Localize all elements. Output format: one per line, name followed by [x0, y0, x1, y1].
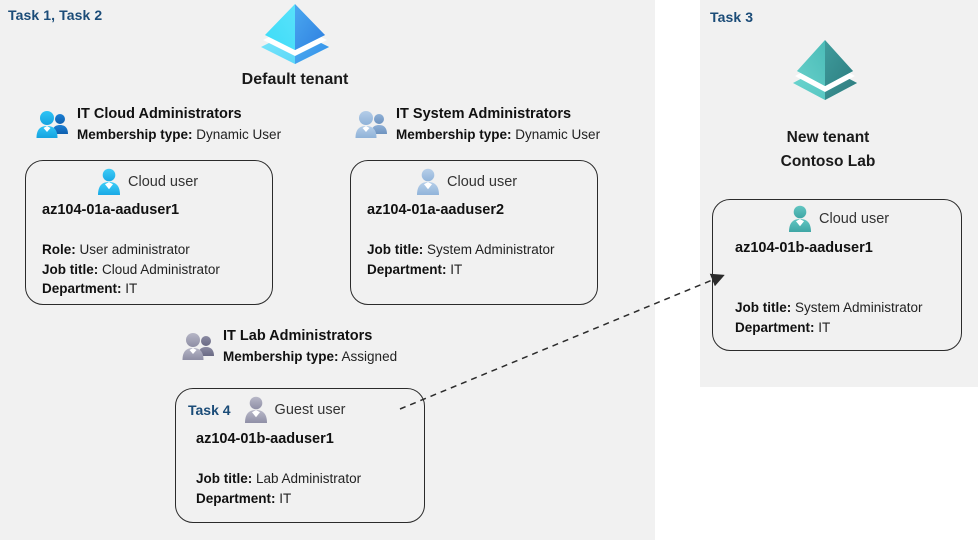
user-kind-label: Guest user — [274, 402, 346, 418]
cloud-user-icon — [785, 204, 815, 234]
default-tenant-panel — [0, 0, 655, 540]
user-card-az104-01b-aaduser1-new: Cloud user az104-01b-aaduser1 Job title:… — [712, 199, 962, 351]
property-value: System Administrator — [427, 242, 555, 257]
azure-ad-tenant-icon — [789, 38, 861, 100]
property-label: Job title: — [367, 242, 424, 257]
property-row: Job title: System Administrator — [367, 240, 555, 260]
cloud-user-icon — [94, 167, 124, 197]
property-row: Department: IT — [42, 279, 220, 299]
task-label-1-2: Task 1, Task 2 — [8, 7, 103, 23]
property-value: IT — [450, 261, 463, 277]
membership-value: Assigned — [341, 349, 398, 364]
property-value: Cloud Administrator — [102, 261, 220, 277]
property-value: User administrator — [79, 242, 190, 257]
task-label-3: Task 3 — [710, 9, 754, 25]
membership-value: Dynamic User — [196, 127, 282, 142]
property-row: Department: IT — [367, 260, 555, 280]
property-label: Role: — [42, 242, 76, 257]
group-name: IT Cloud Administrators — [77, 106, 242, 122]
group-it-system-administrators: IT System Administrators Membership type… — [355, 104, 600, 146]
property-value: IT — [818, 319, 831, 335]
group-text: IT Cloud Administrators Membership type:… — [77, 104, 281, 146]
user-properties: Job title: System Administrator Departme… — [735, 298, 923, 337]
property-label: Department: — [367, 261, 447, 277]
group-name: IT Lab Administrators — [223, 328, 373, 344]
new-tenant-title-line1: New tenant — [786, 129, 870, 146]
group-text: IT Lab Administrators Membership type: A… — [223, 326, 397, 368]
card-header: Cloud user — [785, 204, 889, 234]
user-kind-label: Cloud user — [447, 174, 518, 190]
new-tenant-title: New tenant Contoso Lab — [740, 126, 916, 174]
group-membership: Membership type: Dynamic User — [396, 124, 600, 146]
cloud-user-icon — [413, 167, 443, 197]
group-users-icon — [36, 110, 70, 140]
group-it-cloud-administrators: IT Cloud Administrators Membership type:… — [36, 104, 281, 146]
group-membership: Membership type: Assigned — [223, 346, 397, 368]
property-value: System Administrator — [795, 300, 923, 315]
group-text: IT System Administrators Membership type… — [396, 104, 600, 146]
card-header: Cloud user — [413, 167, 517, 197]
user-card-az104-01b-aaduser1-guest: Task 4 Guest user az104-01b-aaduser1 Job… — [175, 388, 425, 523]
property-label: Job title: — [735, 300, 792, 315]
group-membership: Membership type: Dynamic User — [77, 124, 281, 146]
user-card-az104-01a-aaduser2: Cloud user az104-01a-aaduser2 Job title:… — [350, 160, 598, 305]
card-header: Task 4 Guest user — [188, 395, 345, 425]
property-label: Department: — [42, 281, 122, 296]
group-users-icon — [355, 110, 389, 140]
property-value: IT — [279, 490, 292, 506]
property-row: Department: IT — [196, 489, 361, 509]
azure-ad-tenant-icon — [257, 2, 333, 64]
membership-label: Membership type: — [396, 127, 512, 142]
property-label: Job title: — [196, 471, 253, 486]
user-properties: Job title: System Administrator Departme… — [367, 240, 555, 279]
property-label: Job title: — [42, 261, 99, 277]
task-label-4: Task 4 — [188, 402, 231, 418]
membership-label: Membership type: — [223, 349, 339, 364]
group-name: IT System Administrators — [396, 106, 572, 122]
property-row: Job title: System Administrator — [735, 298, 923, 318]
property-value: IT — [125, 281, 138, 296]
default-tenant-title: Default tenant — [241, 71, 349, 88]
user-kind-label: Cloud user — [819, 211, 890, 227]
guest-user-icon — [241, 395, 271, 425]
card-header: Cloud user — [94, 167, 198, 197]
user-card-az104-01a-aaduser1: Cloud user az104-01a-aaduser1 Role: User… — [25, 160, 273, 305]
membership-label: Membership type: — [77, 127, 193, 142]
user-id: az104-01b-aaduser1 — [196, 431, 334, 447]
property-row: Role: User administrator — [42, 240, 220, 260]
user-properties: Job title: Lab Administrator Department:… — [196, 469, 361, 508]
user-id: az104-01b-aaduser1 — [735, 240, 873, 256]
membership-value: Dynamic User — [515, 127, 601, 142]
property-label: Department: — [196, 490, 276, 506]
property-value: Lab Administrator — [256, 471, 362, 486]
property-label: Department: — [735, 319, 815, 335]
property-row: Job title: Cloud Administrator — [42, 260, 220, 280]
user-id: az104-01a-aaduser1 — [42, 202, 180, 218]
group-users-icon — [182, 332, 216, 362]
group-it-lab-administrators: IT Lab Administrators Membership type: A… — [182, 326, 397, 368]
user-kind-label: Cloud user — [128, 174, 199, 190]
property-row: Department: IT — [735, 318, 923, 338]
new-tenant-title-line2: Contoso Lab — [780, 153, 876, 170]
user-properties: Role: User administrator Job title: Clou… — [42, 240, 220, 299]
property-row: Job title: Lab Administrator — [196, 469, 361, 489]
user-id: az104-01a-aaduser2 — [367, 202, 505, 218]
